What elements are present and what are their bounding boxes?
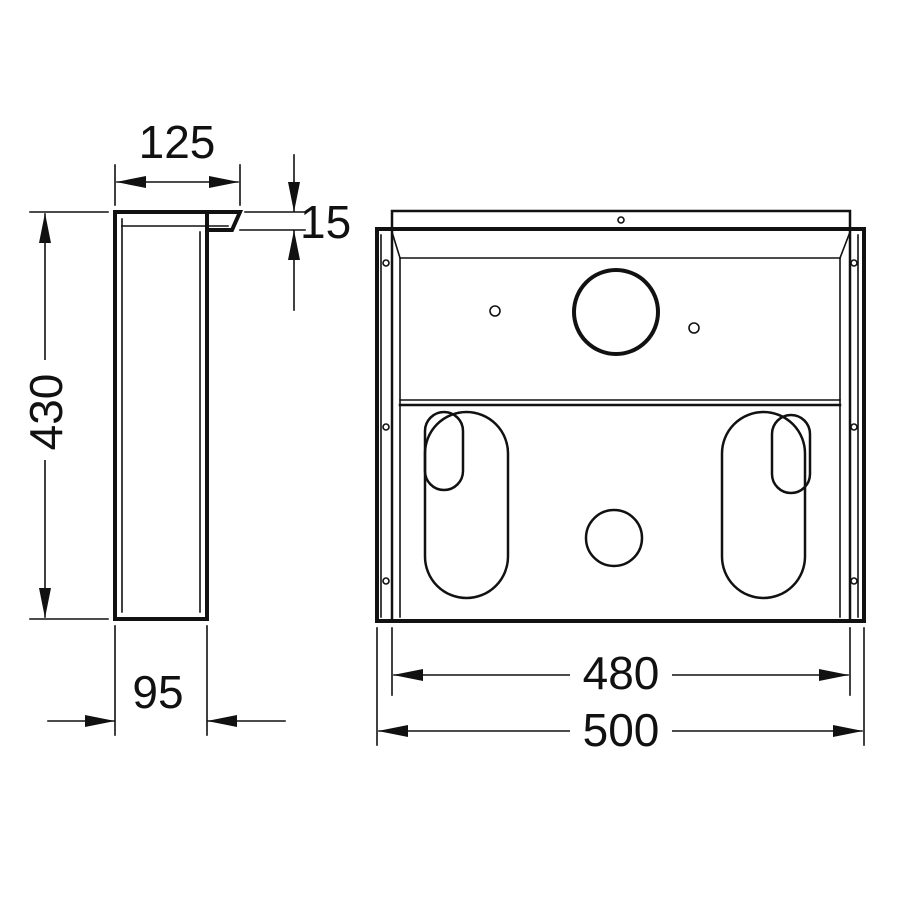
dim-95: 95 [47,625,286,736]
front-small-hole [584,508,644,568]
side-body [113,210,209,621]
front-left-slot [423,410,510,600]
front-top-lip [390,209,852,231]
dim-95-label: 95 [132,666,183,718]
dim-125: 125 [114,116,241,206]
dim-15: 15 [239,154,351,311]
dim-15-label: 15 [300,196,351,248]
dim-500-label: 500 [583,704,660,756]
dim-430: 430 [20,211,109,620]
front-outer-box [375,227,866,623]
front-view [375,209,866,623]
dim-500: 500 [376,627,865,756]
side-view [113,210,244,621]
dim-430-label: 430 [20,374,72,451]
dim-125-label: 125 [139,116,216,168]
dim-480: 480 [391,627,851,699]
side-top-lip [113,210,244,232]
front-right-slot [720,410,807,600]
dim-480-label: 480 [583,647,660,699]
front-large-hole [572,268,660,356]
